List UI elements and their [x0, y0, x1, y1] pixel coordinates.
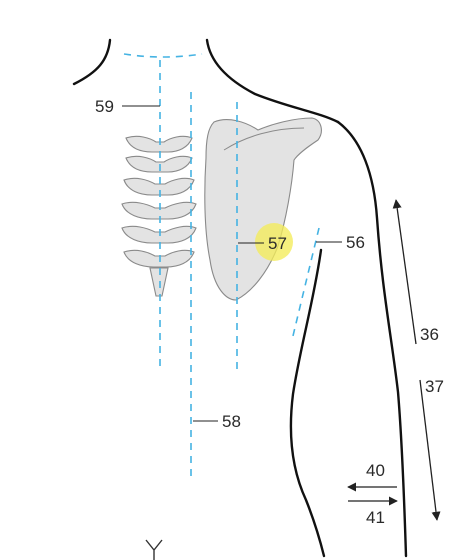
label-41: 41 — [366, 508, 385, 527]
vertebra-6 — [123, 249, 195, 268]
label-37: 37 — [425, 377, 444, 396]
neck-left-outline — [72, 38, 112, 86]
label-59: 59 — [95, 97, 114, 116]
lower-mark — [145, 539, 163, 560]
label-57: 57 — [268, 234, 287, 253]
vertebra-tail — [149, 267, 169, 297]
label-highlight — [255, 223, 293, 261]
arrow-37 — [419, 379, 441, 521]
guide-neck-base — [123, 53, 203, 58]
vertebra-4 — [121, 201, 197, 220]
label-58: 58 — [222, 412, 241, 431]
guide-axilla — [291, 227, 320, 341]
scapula — [204, 117, 322, 301]
vertebra-3 — [123, 177, 195, 196]
arm-inner-outline — [289, 248, 326, 558]
neck-right-outline — [205, 38, 340, 124]
scapular-spine — [223, 127, 305, 151]
vertebra-5 — [121, 225, 197, 244]
arrow-36 — [392, 199, 417, 345]
vertebral-column — [121, 135, 197, 297]
label-36: 36 — [420, 325, 439, 344]
arm-outer-outline — [336, 120, 408, 558]
guide-lines — [123, 53, 320, 478]
vertebra-1 — [125, 135, 193, 153]
vertebra-2 — [125, 155, 193, 173]
label-40: 40 — [366, 461, 385, 480]
label-56: 56 — [346, 233, 365, 252]
